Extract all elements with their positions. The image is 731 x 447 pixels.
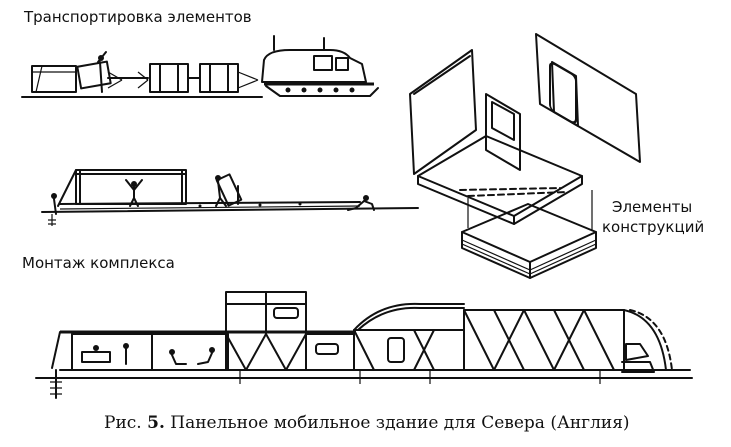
assembled-complex <box>35 291 693 399</box>
sled-frame-1 <box>149 63 189 93</box>
base-slab <box>461 203 597 279</box>
construction-elements-diagram <box>409 33 641 279</box>
snow-tractor <box>261 35 379 97</box>
transport-label: Транспортировка элементов <box>23 8 252 26</box>
caption-prefix: Рис. <box>104 413 147 433</box>
left-wall-panel <box>409 49 477 175</box>
elements-label-line1: Элементы <box>612 198 692 216</box>
worker-figure-convoy <box>76 51 112 93</box>
worker-carrying-panel <box>215 173 243 207</box>
frame-assembly <box>41 169 419 226</box>
seated-people <box>169 347 215 365</box>
assembly-label: Монтаж комплекса <box>22 254 175 272</box>
standing-person <box>123 343 129 365</box>
worker-crouching <box>347 195 375 211</box>
caption-text: Панельное мобильное здание для Севера (А… <box>165 413 630 433</box>
worker-arms-raised <box>125 179 143 207</box>
transport-convoy <box>21 35 379 98</box>
end-vehicle <box>621 343 655 373</box>
floor-unit <box>417 93 583 225</box>
worker-left-ground <box>48 193 57 226</box>
bed-icon <box>81 345 111 363</box>
back-wall-panel <box>535 33 641 163</box>
caption-number: 5. <box>147 413 165 433</box>
elements-label-line2: конструкций <box>602 218 704 236</box>
sled-frame-2 <box>199 63 239 93</box>
figure-caption: Рис. 5. Панельное мобильное здание для С… <box>104 413 630 433</box>
cargo-box-1 <box>31 65 77 93</box>
